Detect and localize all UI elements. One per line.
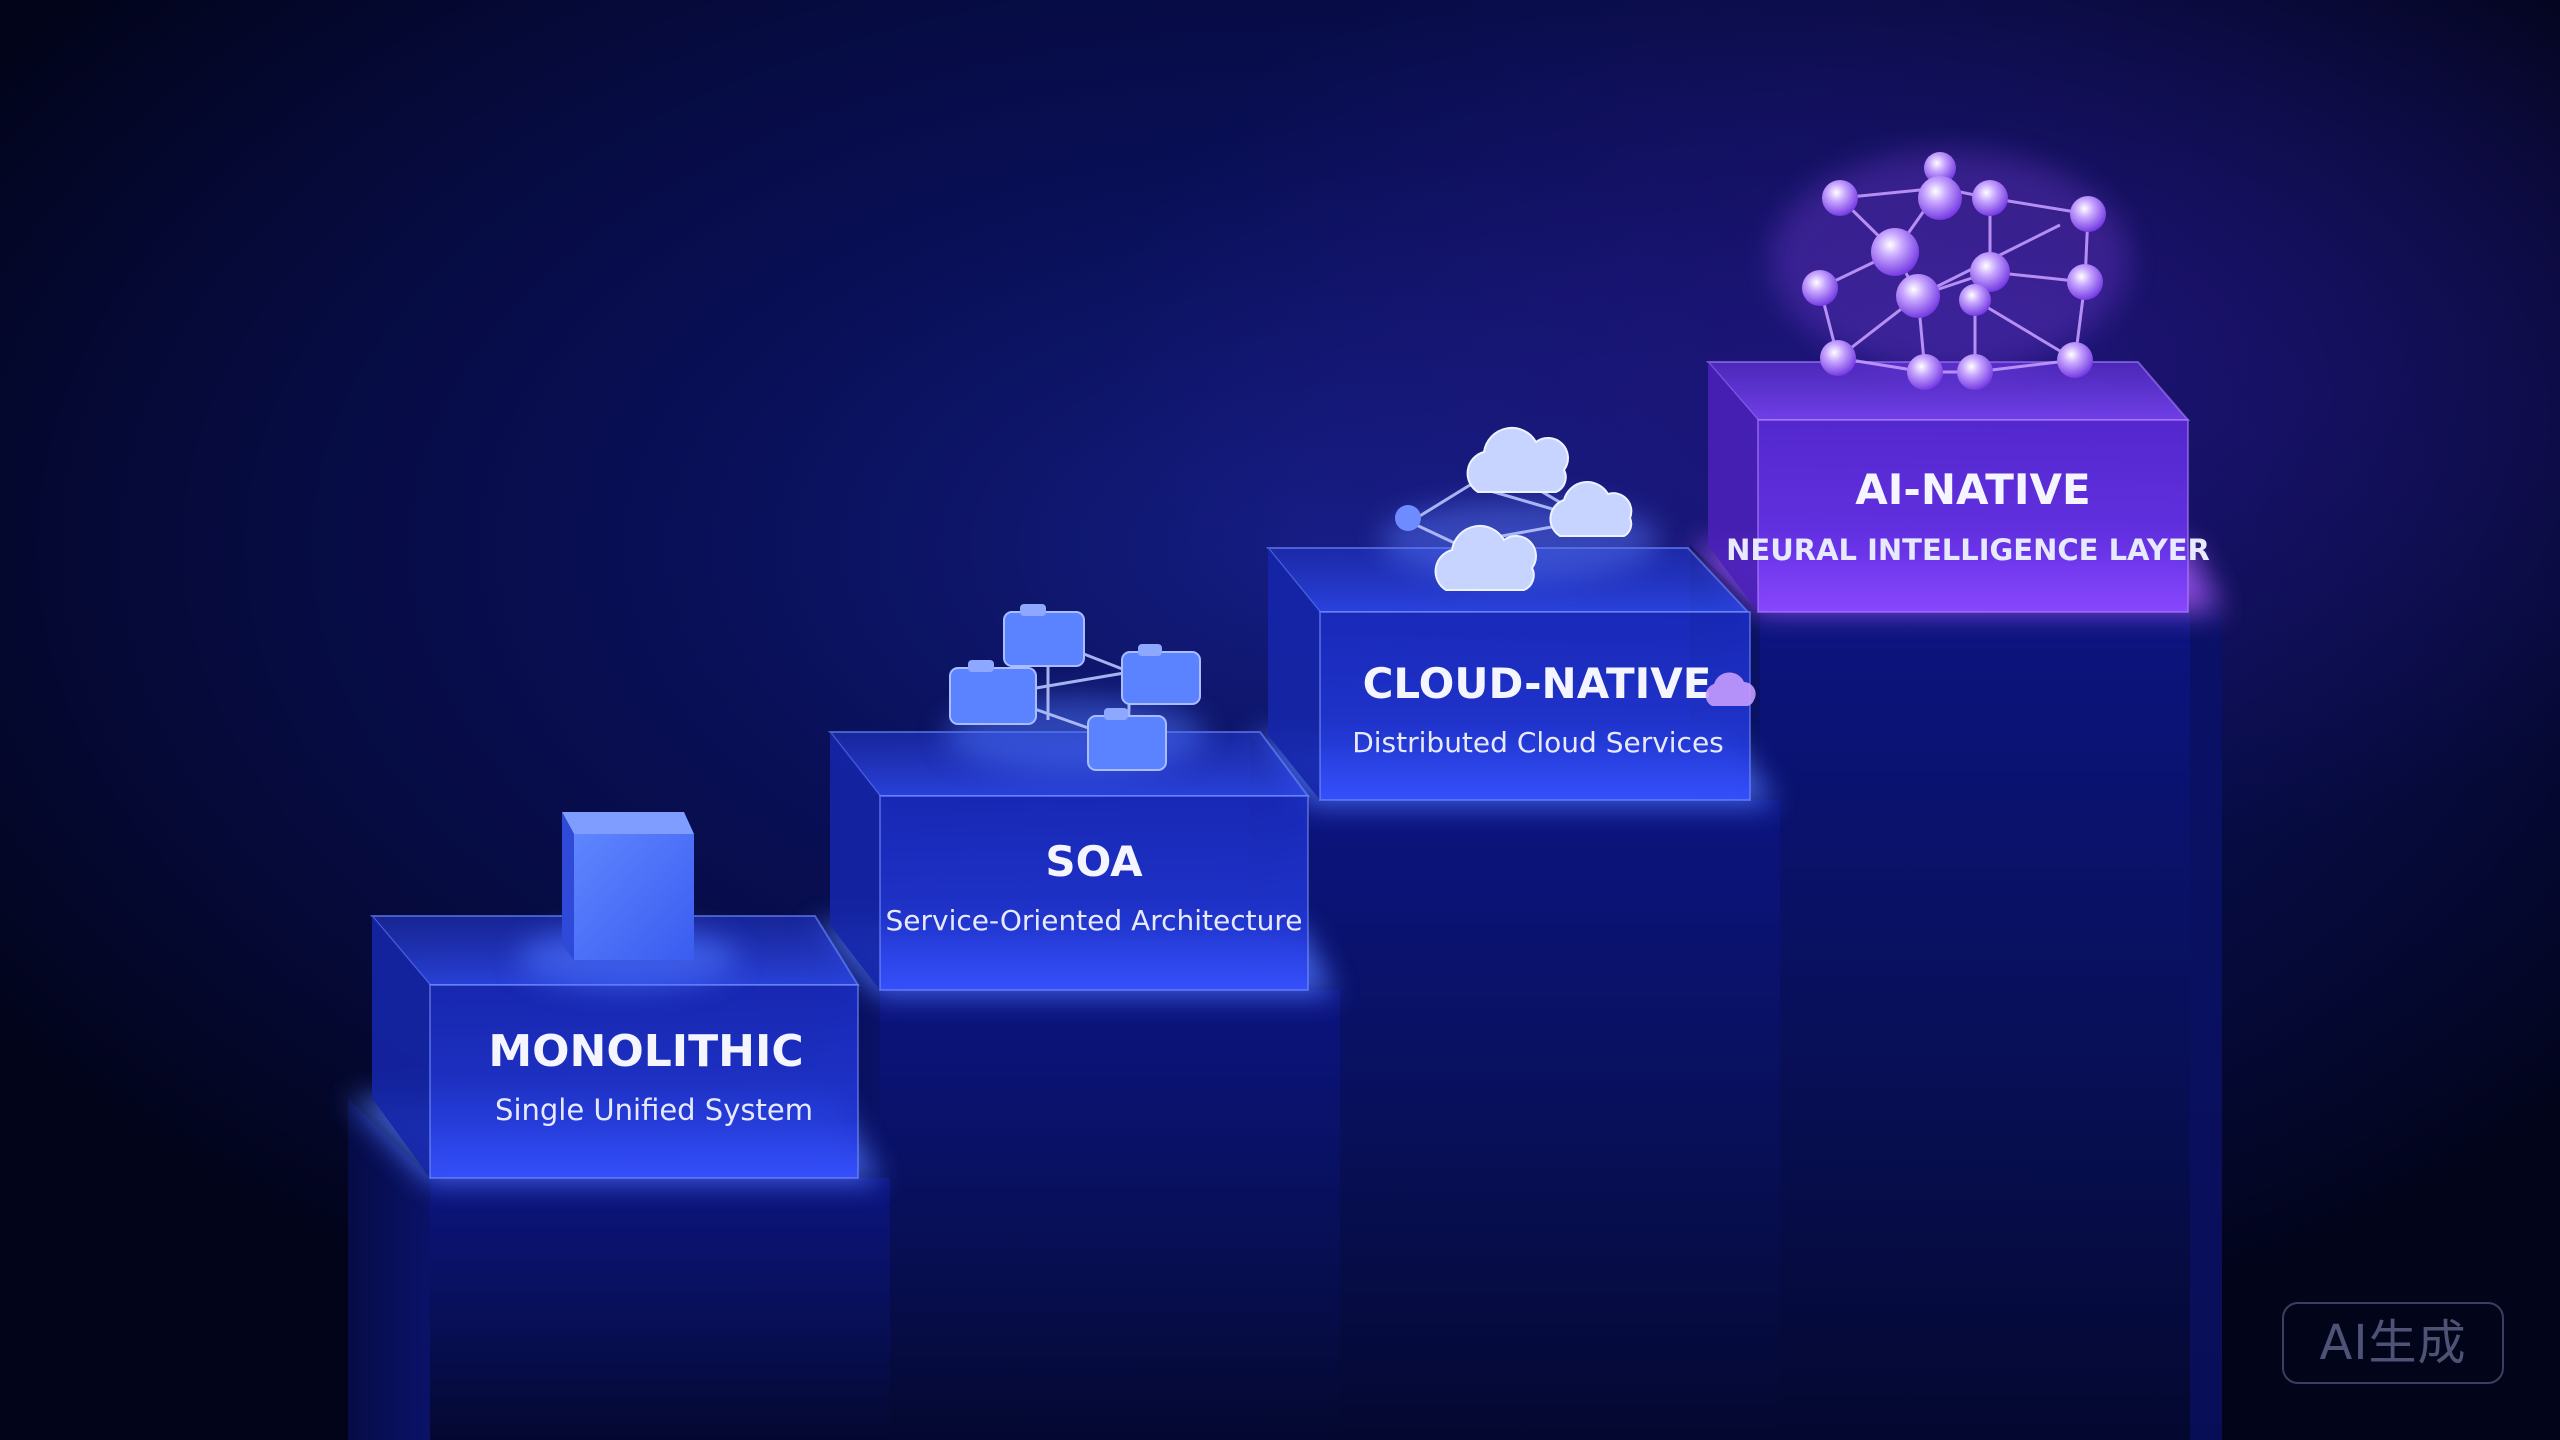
tier-title: MONOLITHIC [488, 1026, 803, 1077]
pillar-monolithic [348, 1098, 890, 1440]
tier-subtitle: NEURAL INTELLIGENCE LAYER [1726, 533, 2210, 567]
tier-title: SOA [1045, 837, 1143, 886]
tier-subtitle: Distributed Cloud Services [1352, 726, 1724, 759]
cloud-badge-icon [1705, 672, 1756, 706]
tier-subtitle: Service-Oriented Architecture [886, 904, 1303, 937]
tier-box-left [372, 916, 430, 1178]
tier-monolithic: MONOLITHIC Single Unified System [348, 915, 880, 1183]
ai-generated-watermark: AI生成 [2282, 1302, 2504, 1384]
tier-box-front [1319, 611, 1751, 801]
tier-ai-native: AI-NATIVE NEURAL INTELLIGENCE LAYER [1690, 361, 2222, 615]
tier-title: AI-NATIVE [1855, 465, 2090, 514]
tier-subtitle: Single Unified System [495, 1093, 813, 1127]
tier-box-front [1757, 419, 2189, 613]
cloud-network-icon [1380, 426, 1756, 706]
tier-box-front [879, 795, 1309, 991]
monolith-cube-icon [518, 812, 738, 988]
tier-title: CLOUD-NATIVE [1363, 659, 1712, 708]
tier-box-front [429, 984, 859, 1179]
service-nodes-icon [945, 604, 1205, 773]
neural-network-icon [1770, 150, 2130, 390]
